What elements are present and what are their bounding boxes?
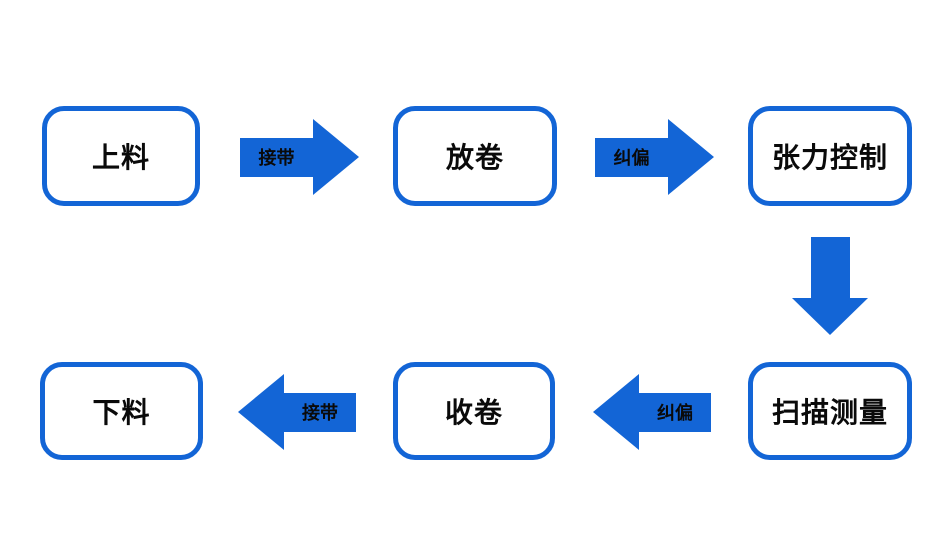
arrow-left-icon — [238, 374, 284, 450]
arrow-body: 纠偏 — [639, 392, 711, 432]
connector-splice-top: 接带 — [240, 119, 359, 195]
node-loading: 上料 — [42, 106, 200, 206]
node-tension-control: 张力控制 — [748, 106, 912, 206]
node-unwinding-label: 放卷 — [445, 142, 504, 173]
arrow-down-icon — [792, 298, 868, 335]
node-loading-label: 上料 — [91, 142, 150, 173]
connector-correction-top-label: 纠偏 — [613, 148, 650, 168]
node-unloading: 下料 — [40, 362, 203, 460]
arrow-left-icon — [593, 374, 639, 450]
node-unloading-label: 下料 — [92, 397, 151, 428]
arrow-right-icon — [668, 119, 714, 195]
arrow-body: 接带 — [284, 392, 356, 432]
node-rewinding-label: 收卷 — [444, 397, 503, 428]
arrow-body: 纠偏 — [595, 137, 668, 177]
connector-correction-top: 纠偏 — [595, 119, 714, 195]
connector-splice-bottom: 接带 — [238, 374, 356, 450]
connector-down — [792, 237, 868, 335]
arrow-body — [810, 237, 850, 298]
connector-splice-top-label: 接带 — [258, 148, 295, 168]
arrow-body: 接带 — [240, 137, 313, 177]
connector-splice-bottom-label: 接带 — [302, 403, 338, 423]
node-scan-measure: 扫描测量 — [748, 362, 912, 460]
node-tension-control-label: 张力控制 — [771, 142, 888, 173]
arrow-right-icon — [313, 119, 359, 195]
connector-correction-bottom-label: 纠偏 — [657, 403, 693, 423]
node-rewinding: 收卷 — [393, 362, 555, 460]
node-unwinding: 放卷 — [393, 106, 557, 206]
node-scan-measure-label: 扫描测量 — [771, 397, 888, 428]
connector-correction-bottom: 纠偏 — [593, 374, 711, 450]
